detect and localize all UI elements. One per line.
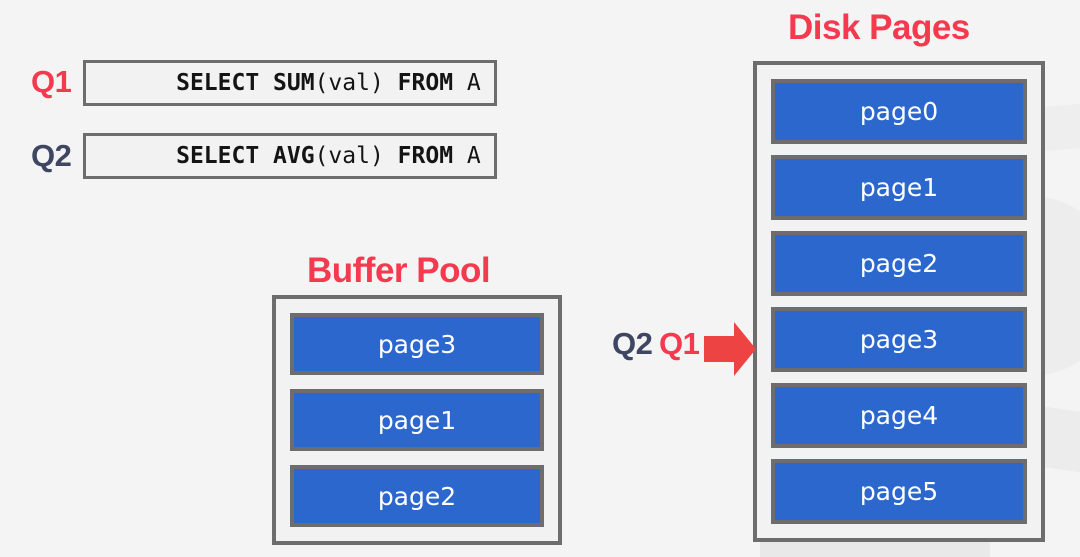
sql-token: A — [466, 69, 481, 96]
sql-statement-box-q2: SELECT AVG(val) FROM A — [83, 133, 497, 179]
sql-text-q2: SELECT AVG(val) FROM A — [93, 122, 481, 191]
buffer-pool-page-1: page1 — [290, 389, 544, 451]
sql-token: FROM — [397, 142, 467, 169]
query-label-q2: Q2 — [31, 138, 72, 173]
sql-token: SELECT — [176, 142, 274, 169]
arrow-right-icon — [704, 322, 756, 376]
access-arrow-group: Q2 Q1 — [612, 322, 756, 378]
disk-page-4: page4 — [771, 383, 1027, 448]
buffer-pool-page-0: page3 — [290, 313, 544, 375]
disk-page-5: page5 — [771, 459, 1027, 524]
disk-page-2: page2 — [771, 231, 1027, 296]
sql-token: FROM — [397, 69, 467, 96]
sql-token: SUM — [273, 69, 315, 96]
query-label-q1: Q1 — [31, 64, 72, 99]
buffer-pool-container: page3 page1 page2 — [272, 295, 562, 545]
disk-page-0: page0 — [771, 79, 1027, 144]
disk-pages-title: Disk Pages — [788, 8, 970, 47]
disk-page-3: page3 — [771, 307, 1027, 372]
disk-pages-container: page0 page1 page2 page3 page4 page5 — [753, 61, 1045, 542]
disk-page-1: page1 — [771, 155, 1027, 220]
sql-token: A — [466, 142, 481, 169]
arrow-query-label-q1: Q1 — [659, 326, 700, 361]
sql-statement-box-q1: SELECT SUM(val) FROM A — [83, 60, 497, 106]
buffer-pool-page-2: page2 — [290, 465, 544, 527]
buffer-pool-title: Buffer Pool — [307, 251, 491, 290]
sql-token: (val) — [314, 69, 398, 96]
sql-text-q1: SELECT SUM(val) FROM A — [93, 49, 481, 118]
sql-token: SELECT — [176, 69, 274, 96]
arrow-query-label-q2: Q2 — [612, 326, 653, 361]
sql-token: AVG — [273, 142, 315, 169]
sql-token: (val) — [314, 142, 398, 169]
